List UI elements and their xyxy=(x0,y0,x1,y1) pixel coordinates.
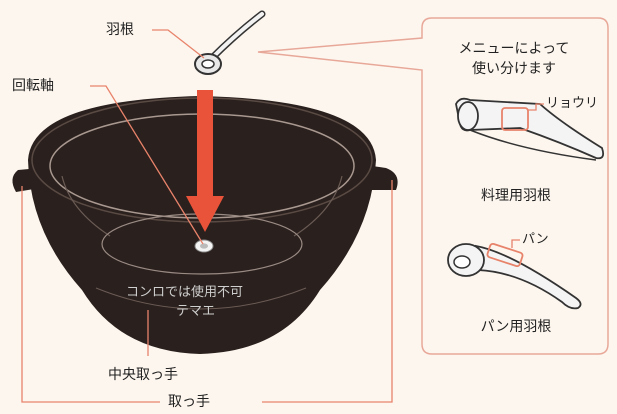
pot-print-line1: コンロでは使用不可 xyxy=(126,285,244,300)
bread-blade-mark-label: パン xyxy=(522,232,549,247)
leader-blade xyxy=(152,29,205,59)
leader-handles xyxy=(21,180,393,403)
leader-rotating-shaft xyxy=(90,85,204,245)
bread-blade-name: パン用羽根 xyxy=(480,319,552,335)
blade-hub-hole xyxy=(201,59,215,69)
pot-inner-wall-right xyxy=(293,175,343,237)
rotating-shaft-core xyxy=(200,243,208,249)
arrow-head xyxy=(186,196,224,232)
callout-line1: メニューによって xyxy=(458,41,570,57)
callout-line2: 使い分けます xyxy=(472,61,556,77)
label-blade: 羽根 xyxy=(106,22,134,38)
cooking-blade-mark-label: リョウリ xyxy=(546,96,599,111)
label-handles: 取っ手 xyxy=(168,394,210,410)
label-center-handle: 中央取っ手 xyxy=(108,367,178,383)
cooking-blade-name: 料理用羽根 xyxy=(481,188,551,204)
bread-blade-hub-hole xyxy=(453,255,471,269)
pot-print-line2: テマエ xyxy=(176,304,216,319)
pot-inner-wall xyxy=(61,175,111,237)
cooking-blade-mark-box xyxy=(501,107,529,131)
blade-arm-highlight xyxy=(210,12,264,60)
cooking-blade-hub xyxy=(457,101,479,131)
arrow-shaft xyxy=(197,90,213,200)
cooking-blade-illustration xyxy=(455,97,605,161)
pot-base-rim xyxy=(95,287,307,310)
pot-handle-right xyxy=(370,166,398,190)
bread-blade-mark-box xyxy=(486,242,524,268)
cooking-blade-base xyxy=(469,129,597,161)
insert-arrow xyxy=(186,90,224,232)
blade-illustration xyxy=(194,10,266,75)
leader-lines xyxy=(21,29,544,403)
label-rotating-shaft: 回転軸 xyxy=(12,78,54,94)
leader-cooking-mark xyxy=(528,103,544,111)
bread-blade-illustration xyxy=(447,242,582,310)
leader-bread-mark xyxy=(511,239,520,248)
cooking-blade-body xyxy=(455,97,605,160)
